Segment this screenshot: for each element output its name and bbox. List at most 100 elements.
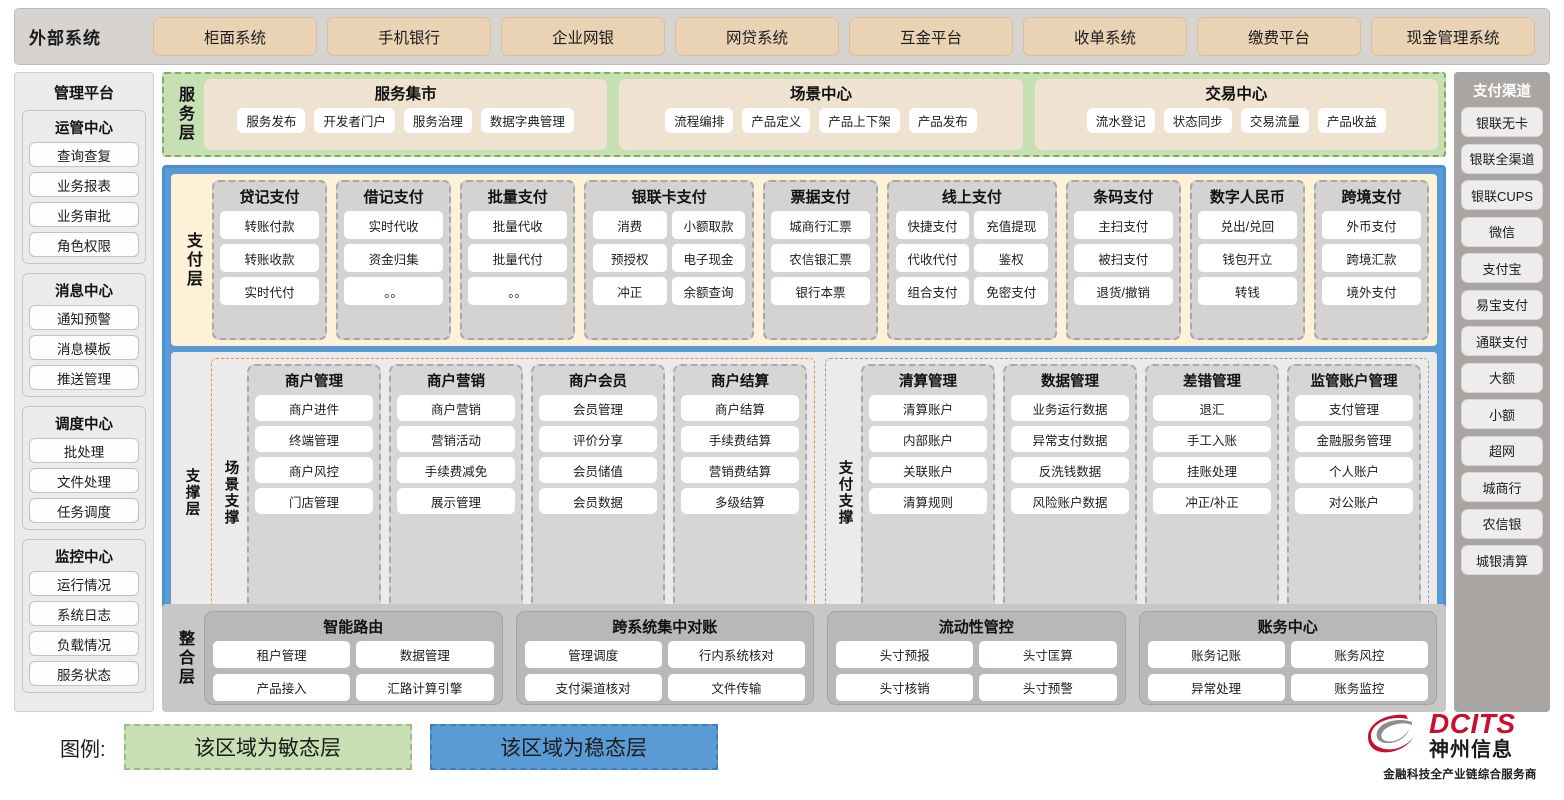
integration-cell[interactable]: 支付渠道核对 xyxy=(524,674,662,701)
management-item[interactable]: 服务状态 xyxy=(29,661,139,686)
payment-cell[interactable]: 批量代付 xyxy=(468,244,568,272)
support-cell[interactable]: 手工入账 xyxy=(1153,426,1271,452)
service-chip[interactable]: 状态同步 xyxy=(1163,108,1232,133)
external-system-chip[interactable]: 现金管理系统 xyxy=(1371,17,1535,56)
support-cell[interactable]: 商户风控 xyxy=(255,457,373,483)
integration-cell[interactable]: 管理调度 xyxy=(524,641,662,668)
management-item[interactable]: 推送管理 xyxy=(29,365,139,390)
payment-cell[interactable]: 。。 xyxy=(468,277,568,305)
support-cell[interactable]: 展示管理 xyxy=(397,488,515,514)
payment-channel-item[interactable]: 银联全渠道 xyxy=(1461,143,1543,174)
payment-cell[interactable]: 被扫支付 xyxy=(1073,244,1173,272)
payment-cell[interactable]: 转钱 xyxy=(1197,277,1297,305)
integration-cell[interactable]: 产品接入 xyxy=(213,674,351,701)
service-chip[interactable]: 流程编排 xyxy=(665,108,734,133)
integration-cell[interactable]: 头寸匡算 xyxy=(979,641,1117,668)
payment-cell[interactable]: 免密支付 xyxy=(974,277,1049,305)
service-chip[interactable]: 服务发布 xyxy=(237,108,306,133)
management-item[interactable]: 文件处理 xyxy=(29,468,139,493)
management-item[interactable]: 任务调度 xyxy=(29,498,139,523)
service-chip[interactable]: 流水登记 xyxy=(1086,108,1155,133)
payment-channel-item[interactable]: 银联无卡 xyxy=(1461,107,1543,137)
payment-cell[interactable]: 境外支付 xyxy=(1321,277,1422,305)
support-cell[interactable]: 支付管理 xyxy=(1295,395,1413,421)
payment-cell[interactable]: 代收代付 xyxy=(895,244,970,272)
management-item[interactable]: 业务报表 xyxy=(29,172,139,197)
support-cell[interactable]: 营销活动 xyxy=(397,426,515,452)
payment-cell[interactable]: 预授权 xyxy=(592,244,667,272)
payment-channel-item[interactable]: 城银清算 xyxy=(1461,545,1543,575)
support-cell[interactable]: 异常支付数据 xyxy=(1011,426,1129,452)
payment-cell[interactable]: 冲正 xyxy=(592,277,667,305)
payment-cell[interactable]: 银行本票 xyxy=(770,277,871,305)
payment-channel-item[interactable]: 微信 xyxy=(1461,216,1543,247)
support-cell[interactable]: 关联账户 xyxy=(869,457,987,483)
support-cell[interactable]: 营销费结算 xyxy=(681,457,799,483)
payment-cell[interactable]: 转账付款 xyxy=(220,211,320,239)
service-chip[interactable]: 服务治理 xyxy=(403,108,472,133)
support-cell[interactable]: 商户进件 xyxy=(255,395,373,421)
service-chip[interactable]: 开发者门户 xyxy=(314,108,395,133)
support-cell[interactable]: 内部账户 xyxy=(869,426,987,452)
service-chip[interactable]: 产品收益 xyxy=(1317,108,1386,133)
external-system-chip[interactable]: 收单系统 xyxy=(1023,17,1187,56)
support-cell[interactable]: 退汇 xyxy=(1153,395,1271,421)
integration-cell[interactable]: 账务风控 xyxy=(1290,641,1428,668)
service-chip[interactable]: 交易流量 xyxy=(1240,108,1309,133)
support-cell[interactable]: 商户结算 xyxy=(681,395,799,421)
payment-channel-item[interactable]: 小额 xyxy=(1461,399,1543,429)
support-cell[interactable]: 多级结算 xyxy=(681,488,799,514)
external-system-chip[interactable]: 企业网银 xyxy=(501,17,665,56)
support-cell[interactable]: 对公账户 xyxy=(1295,488,1413,514)
payment-cell[interactable]: 充值提现 xyxy=(974,211,1049,239)
payment-cell[interactable]: 主扫支付 xyxy=(1073,211,1173,239)
payment-channel-item[interactable]: 易宝支付 xyxy=(1461,289,1543,320)
support-cell[interactable]: 反洗钱数据 xyxy=(1011,457,1129,483)
payment-channel-item[interactable]: 城商行 xyxy=(1461,472,1543,502)
support-cell[interactable]: 会员数据 xyxy=(539,488,657,514)
support-cell[interactable]: 风险账户数据 xyxy=(1011,488,1129,514)
external-system-chip[interactable]: 网贷系统 xyxy=(675,17,839,56)
payment-cell[interactable]: 农信银汇票 xyxy=(770,244,871,272)
support-cell[interactable]: 清算规则 xyxy=(869,488,987,514)
integration-cell[interactable]: 异常处理 xyxy=(1147,674,1285,701)
service-chip[interactable]: 数据字典管理 xyxy=(480,108,574,133)
payment-channel-item[interactable]: 农信银 xyxy=(1461,508,1543,539)
external-system-chip[interactable]: 缴费平台 xyxy=(1197,17,1361,56)
management-item[interactable]: 运行情况 xyxy=(29,571,139,596)
integration-cell[interactable]: 头寸核销 xyxy=(836,674,974,701)
payment-cell[interactable]: 电子现金 xyxy=(671,244,746,272)
payment-cell[interactable]: 外币支付 xyxy=(1321,211,1422,239)
payment-channel-item[interactable]: 大额 xyxy=(1461,362,1543,393)
payment-channel-item[interactable]: 通联支付 xyxy=(1461,326,1543,356)
payment-cell[interactable]: 资金归集 xyxy=(344,244,444,272)
support-cell[interactable]: 评价分享 xyxy=(539,426,657,452)
support-cell[interactable]: 挂账处理 xyxy=(1153,457,1271,483)
payment-cell[interactable]: 消费 xyxy=(592,211,667,239)
integration-cell[interactable]: 账务记账 xyxy=(1147,641,1285,668)
support-cell[interactable]: 会员储值 xyxy=(539,457,657,483)
support-cell[interactable]: 终端管理 xyxy=(255,426,373,452)
integration-cell[interactable]: 头寸预警 xyxy=(979,674,1117,701)
support-cell[interactable]: 门店管理 xyxy=(255,488,373,514)
external-system-chip[interactable]: 柜面系统 xyxy=(153,17,317,56)
payment-cell[interactable]: 批量代收 xyxy=(468,211,568,239)
support-cell[interactable]: 手续费减免 xyxy=(397,457,515,483)
management-item[interactable]: 系统日志 xyxy=(29,601,139,626)
payment-cell[interactable]: 跨境汇款 xyxy=(1321,244,1422,272)
integration-cell[interactable]: 汇路计算引擎 xyxy=(356,674,494,701)
payment-cell[interactable]: 城商行汇票 xyxy=(770,211,871,239)
management-item[interactable]: 查询查复 xyxy=(29,142,139,167)
support-cell[interactable]: 冲正/补正 xyxy=(1153,488,1271,514)
integration-cell[interactable]: 租户管理 xyxy=(213,641,351,668)
management-item[interactable]: 业务审批 xyxy=(29,202,139,227)
payment-cell[interactable]: 实时代收 xyxy=(344,211,444,239)
payment-cell[interactable]: 兑出/兑回 xyxy=(1197,211,1297,239)
integration-cell[interactable]: 文件传输 xyxy=(667,674,805,701)
integration-cell[interactable]: 账务监控 xyxy=(1290,674,1428,701)
support-cell[interactable]: 清算账户 xyxy=(869,395,987,421)
payment-cell[interactable]: 余额查询 xyxy=(671,277,746,305)
management-item[interactable]: 消息模板 xyxy=(29,335,139,360)
service-chip[interactable]: 产品定义 xyxy=(742,108,811,133)
external-system-chip[interactable]: 手机银行 xyxy=(327,17,491,56)
